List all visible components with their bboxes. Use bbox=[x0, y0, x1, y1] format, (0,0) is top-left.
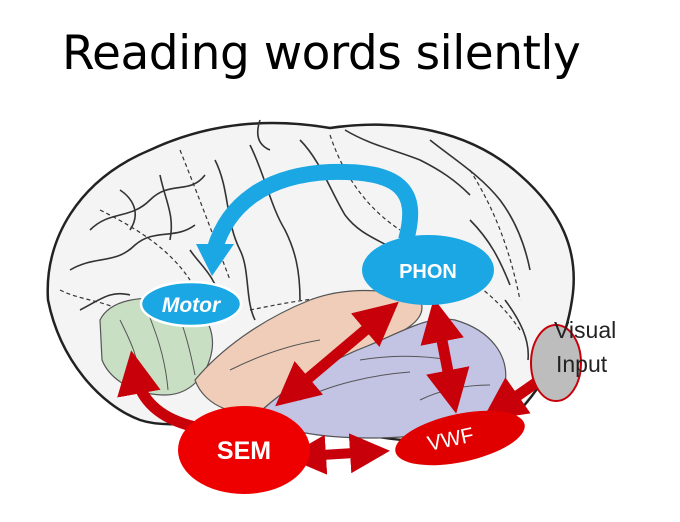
sem-to-motor-arrow bbox=[117, 350, 202, 434]
node-motor: Motor bbox=[139, 280, 243, 328]
sem-label: SEM bbox=[217, 437, 271, 465]
node-phon: PHON bbox=[362, 235, 494, 305]
node-visual-input: Visual Input bbox=[530, 317, 616, 402]
visual-input-label-line2: Input bbox=[556, 351, 608, 377]
sem-vwf-arrow bbox=[286, 433, 390, 475]
phon-vwf-arrow bbox=[420, 298, 470, 414]
visual-input-label-line1: Visual bbox=[554, 317, 616, 343]
phon-label: PHON bbox=[399, 261, 457, 283]
visual-to-vwf-arrow bbox=[481, 375, 544, 421]
motor-label: Motor bbox=[162, 294, 222, 317]
phon-to-motor-arrow bbox=[196, 163, 419, 276]
sem-phon-arrow bbox=[275, 301, 399, 407]
node-sem: SEM bbox=[178, 406, 310, 494]
node-vwf: VWF bbox=[395, 410, 525, 466]
red-pathways bbox=[117, 298, 544, 475]
slide-title: Reading words silently bbox=[62, 26, 581, 81]
